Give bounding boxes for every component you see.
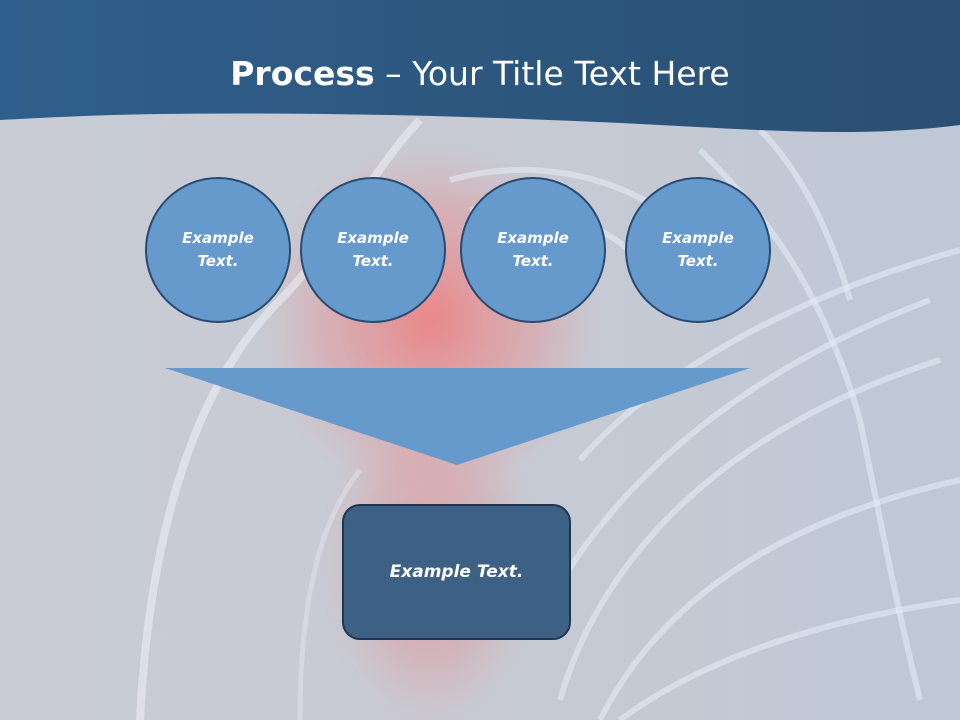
funnel-arrow bbox=[165, 368, 750, 465]
process-step-circle-3: Example Text. bbox=[460, 177, 606, 323]
title-bold: Process bbox=[230, 54, 375, 93]
title-rest: – Your Title Text Here bbox=[374, 54, 730, 93]
process-step-label-4: Example Text. bbox=[662, 229, 734, 270]
process-step-label-2: Example Text. bbox=[337, 229, 409, 270]
result-label: Example Text. bbox=[389, 562, 524, 582]
process-step-label-1: Example Text. bbox=[182, 229, 254, 270]
process-step-label-3: Example Text. bbox=[497, 229, 569, 270]
slide-title: Process – Your Title Text Here bbox=[0, 52, 960, 96]
process-step-circle-4: Example Text. bbox=[625, 177, 771, 323]
process-step-circle-1: Example Text. bbox=[145, 177, 291, 323]
process-step-circle-2: Example Text. bbox=[300, 177, 446, 323]
result-box: Example Text. bbox=[342, 504, 571, 640]
